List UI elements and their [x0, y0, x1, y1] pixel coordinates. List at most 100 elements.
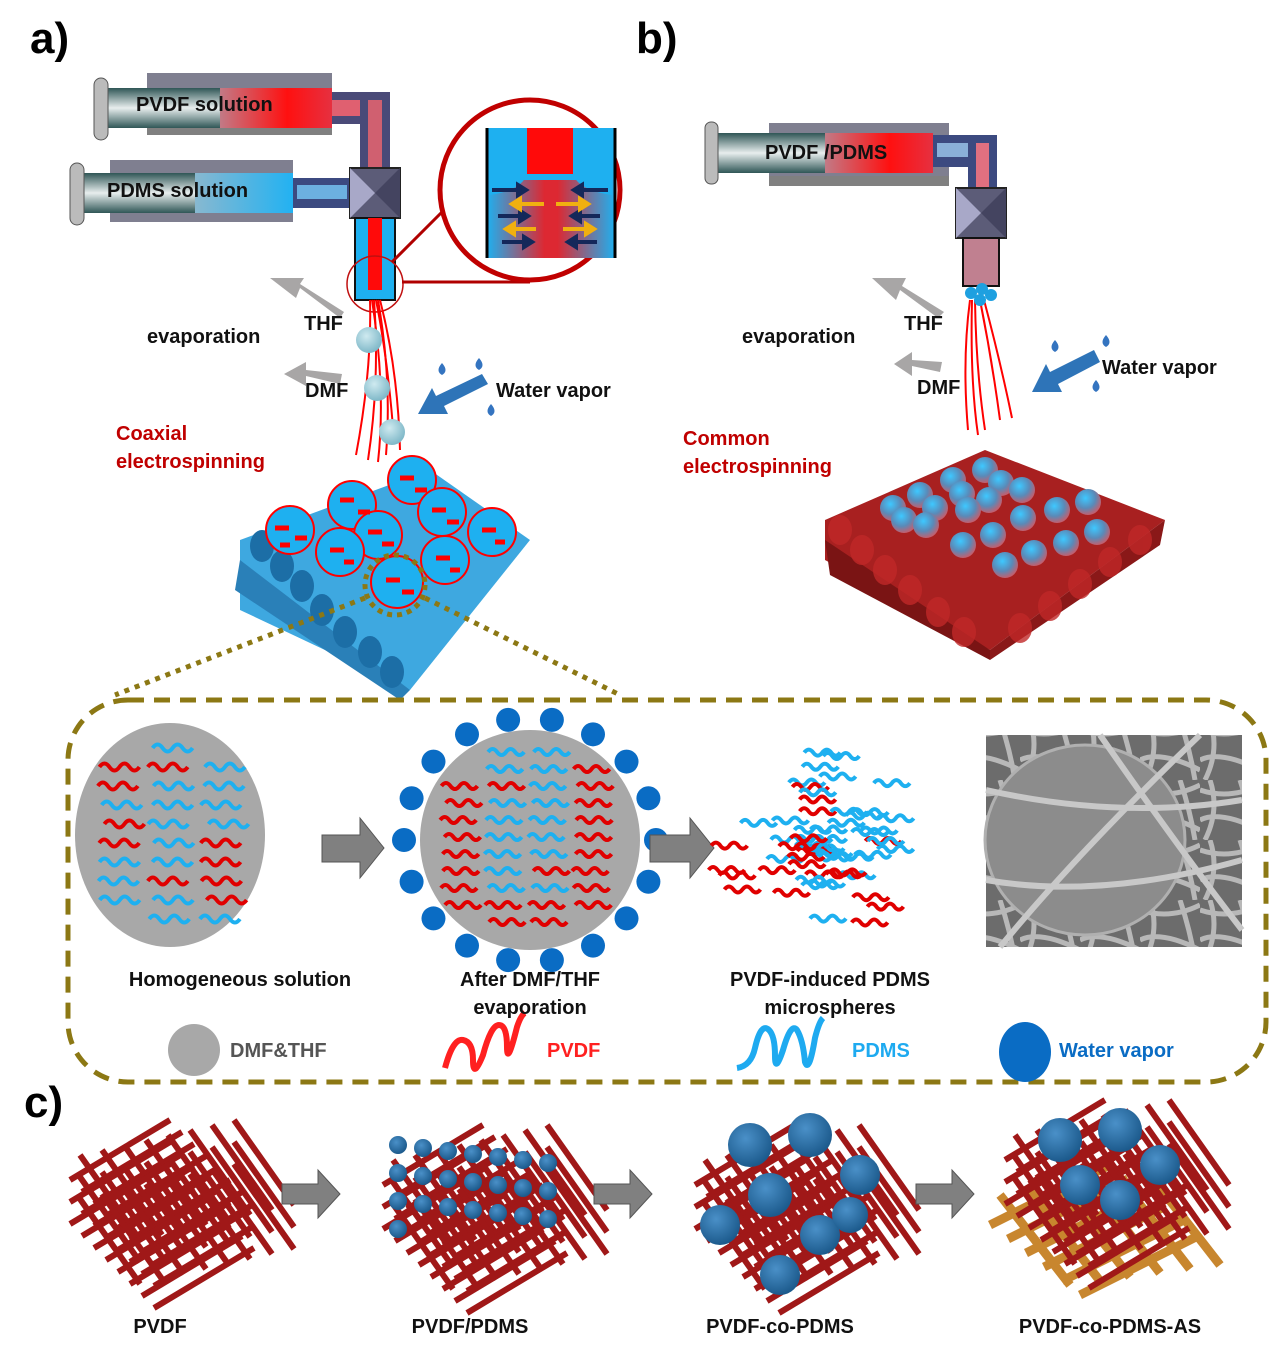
polymer-chain — [876, 813, 916, 824]
polymer-chain — [441, 866, 481, 876]
polymer-chain — [486, 747, 526, 757]
polymer-chain — [484, 815, 524, 825]
pdms-syringe — [69, 160, 293, 226]
polymer-chain — [575, 781, 615, 791]
polymer-chain — [483, 900, 523, 910]
polymer-chain — [97, 856, 142, 868]
water-vapor-arrow-a — [418, 374, 488, 414]
panel-b-letter: b) — [636, 14, 678, 63]
polymer-chain — [573, 900, 613, 910]
pdms-microsphere — [832, 1197, 868, 1233]
polymer-chain — [787, 859, 827, 870]
red-wave-icon — [442, 1010, 527, 1072]
pdms-microsphere — [489, 1204, 507, 1222]
polymer-chain — [571, 764, 612, 774]
pdms-microsphere — [464, 1145, 482, 1163]
pdms-microsphere — [389, 1192, 407, 1210]
polymer-chain — [797, 794, 838, 805]
polymer-chain — [97, 837, 141, 849]
polymer-chain — [147, 913, 191, 925]
polymer-chain — [97, 761, 142, 773]
polymer-chain — [206, 818, 251, 830]
pdms-microsphere — [414, 1139, 432, 1157]
polymer-chain — [866, 836, 906, 847]
pdms-microsphere — [539, 1210, 557, 1228]
dmf-label-b: DMF — [917, 377, 961, 399]
stage-label-pvdf: PVDF — [133, 1316, 187, 1338]
polymer-chain — [439, 781, 480, 791]
stage-label-pvdf-pdms: PVDF/PDMS — [411, 1316, 529, 1338]
common-nozzle — [962, 237, 1000, 287]
legend-pdms: PDMS — [852, 1040, 910, 1062]
pdms-microsphere — [539, 1182, 557, 1200]
stage-arrow-2 — [593, 1168, 653, 1220]
fiber-jets-b — [964, 299, 1013, 436]
water-droplet — [399, 869, 424, 894]
polymer-chain — [487, 917, 527, 927]
fiber-lattice — [693, 1113, 922, 1316]
pdms-microsphere — [489, 1176, 507, 1194]
polymer-chain — [808, 913, 848, 924]
polymer-chain — [709, 840, 749, 851]
pdms-microsphere — [1038, 1118, 1082, 1162]
polymer-chain — [96, 875, 141, 887]
water-droplet — [636, 869, 661, 894]
polymer-chain — [786, 851, 826, 862]
polymer-chain — [486, 781, 527, 791]
polymer-chain — [441, 849, 481, 859]
pdms-microsphere — [539, 1154, 557, 1172]
step-arrow-2 — [649, 816, 715, 880]
polymer-chain — [571, 883, 611, 893]
water-droplet — [539, 948, 564, 973]
polymer-chain — [717, 870, 757, 881]
gray-circle-icon — [168, 1024, 220, 1076]
polymer-chain — [859, 825, 899, 836]
blue-circle-icon — [999, 1022, 1051, 1082]
junction-block — [349, 167, 401, 219]
droplet-dmf — [364, 375, 390, 401]
pdms-microsphere — [414, 1195, 432, 1213]
polymer-chain — [528, 781, 568, 791]
fiber-lattice — [68, 1117, 297, 1311]
magnified-nozzle-view — [437, 97, 623, 283]
polymer-chain — [198, 856, 243, 868]
polymer-chain — [530, 883, 570, 893]
polymer-chain — [529, 764, 569, 774]
stage-arrow-3 — [915, 1168, 975, 1220]
pdms-microsphere — [1100, 1180, 1140, 1220]
polymer-chain — [150, 856, 195, 868]
pvdf-pdms-syringe-label: PVDF /PDMS — [765, 142, 888, 164]
stage-label-pvdf-co-pdms-as: PVDF-co-PDMS-AS — [1018, 1316, 1202, 1338]
pdms-microsphere — [439, 1142, 457, 1160]
panel-c-letter: c) — [24, 1078, 64, 1127]
stage-arrow-1 — [281, 1168, 341, 1220]
pdms-microsphere — [800, 1215, 840, 1255]
polymer-chain — [146, 818, 190, 830]
pdms-microsphere — [439, 1198, 457, 1216]
water-droplet — [581, 933, 605, 958]
polymer-chain — [484, 832, 524, 842]
polymer-chain — [824, 869, 864, 880]
polymer-chain — [150, 799, 195, 811]
water-droplet — [636, 786, 661, 811]
polymer-chain — [530, 798, 571, 808]
pvdf-syringe — [93, 73, 332, 141]
water-drops-a — [438, 358, 495, 416]
water-droplet — [392, 828, 416, 852]
polymer-chain — [739, 817, 779, 828]
evaporation-arrows-a — [270, 278, 344, 386]
evaporation-label-a: evaporation — [147, 326, 261, 348]
polymer-chain — [146, 875, 190, 887]
polymer-chain — [151, 780, 196, 792]
droplet-thf — [356, 327, 382, 353]
polymer-chain — [482, 849, 523, 859]
legend-dmf-thf: DMF&THF — [230, 1040, 327, 1062]
water-droplet — [455, 933, 479, 958]
pvdf-tube — [332, 92, 390, 172]
polymer-chain — [573, 849, 614, 859]
polymer-chain — [771, 887, 812, 898]
polymer-chain — [102, 818, 147, 830]
polymer-chain — [526, 832, 566, 842]
polymer-chain — [96, 780, 140, 792]
pdms-microsphere — [760, 1255, 800, 1295]
